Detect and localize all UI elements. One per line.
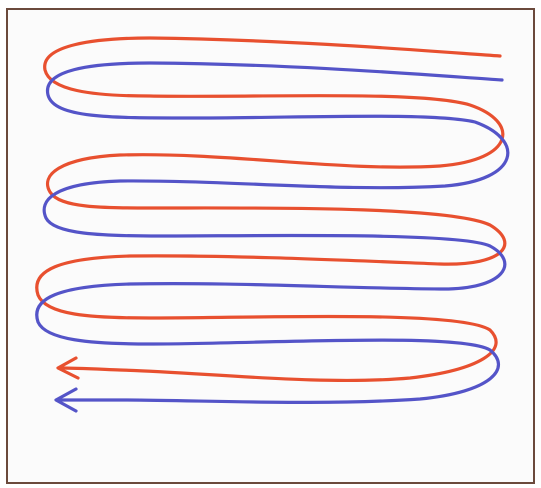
red-curve [37, 38, 505, 380]
blue-curve [37, 63, 508, 402]
